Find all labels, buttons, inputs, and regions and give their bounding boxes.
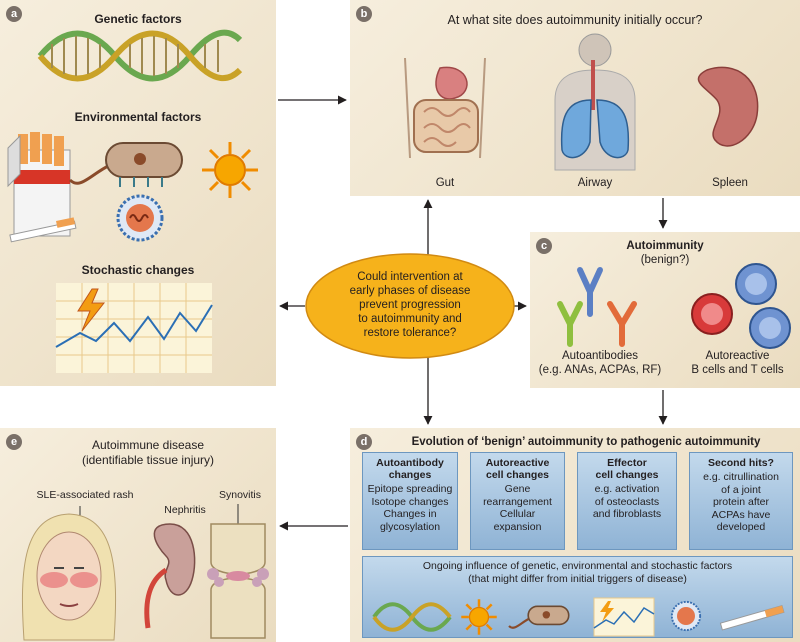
gut-icon <box>404 57 486 159</box>
intervention-line4: to autoimmunity and <box>358 313 462 325</box>
stochastic-small-chart <box>593 597 655 637</box>
panel-b-label: b <box>356 6 372 22</box>
environmental-factors-title: Environmental factors <box>74 110 202 124</box>
stochastic-changes-title: Stochastic changes <box>81 263 195 277</box>
panel-a: a Genetic factors Environmental factors <box>0 0 276 386</box>
dna-small-icon <box>372 602 452 632</box>
box-title-2b: cell changes <box>485 469 550 481</box>
box-body-1: Epitope spreading Isotope changes Change… <box>367 483 453 533</box>
sun-icon <box>202 142 258 198</box>
virus-small-icon <box>670 600 702 632</box>
cigarette-pack-icon <box>7 132 71 237</box>
autoantibodies-examples: (e.g. ANAs, ACPAs, RF) <box>538 364 662 376</box>
intervention-line1: Could intervention at <box>357 271 463 283</box>
nephritis-label: Nephritis <box>164 504 206 516</box>
box-body-3: e.g. activation of osteoclasts and fibro… <box>592 483 662 520</box>
rash-label: SLE-associated rash <box>36 489 134 501</box>
site-label-gut: Gut <box>435 177 455 189</box>
face-with-rash-icon <box>21 506 117 641</box>
panel-e: e Autoimmune disease (identifiable tissu… <box>0 428 276 642</box>
b-and-t-cell-icons <box>691 263 791 349</box>
stochastic-chart <box>55 283 213 373</box>
bacterium-small-icon <box>508 605 570 629</box>
site-label-airway: Airway <box>577 177 613 189</box>
box-title-2: Autoreactive <box>485 457 550 469</box>
autoimmunity-subtitle: (benign?) <box>640 254 690 266</box>
evolution-title: Evolution of ‘benign’ autoimmunity to pa… <box>411 436 761 448</box>
second-hits-box: Second hits? e.g. citrullination of a jo… <box>689 452 793 550</box>
panel-a-label: a <box>6 6 22 22</box>
site-label-spleen: Spleen <box>712 177 748 189</box>
effector-cell-changes-box: Effector cell changes e.g. activation of… <box>577 452 677 550</box>
box-title-1b: changes <box>388 469 432 481</box>
genetic-factors-title: Genetic factors <box>94 12 182 26</box>
autoantibody-changes-box: Autoantibody changes Epitope spreading I… <box>362 452 458 550</box>
autoimmune-disease-title: Autoimmune disease <box>91 438 205 452</box>
autoimmunity-title: Autoimmunity <box>626 240 704 252</box>
panel-b: b At what site does autoimmunity initial… <box>350 0 800 196</box>
cigarette-icon <box>9 217 77 243</box>
panel-c: c Autoimmunity (benign?) Autoantibodies … <box>530 232 800 388</box>
autoreactive-label: Autoreactive <box>705 350 770 362</box>
box-body-2: Gene rearrangement Cellular expansion <box>483 483 552 533</box>
bacterium-icon <box>68 142 183 187</box>
box-title-1: Autoantibody <box>376 457 444 469</box>
lightning-icon <box>77 288 106 332</box>
intervention-line2: early phases of disease <box>349 285 471 297</box>
panel-c-label: c <box>536 238 552 254</box>
autoantibodies-label: Autoantibodies <box>561 350 639 362</box>
virus-icon <box>116 194 164 242</box>
ongoing-line2: (that might differ from initial triggers… <box>468 572 687 585</box>
box-title-4: Second hits? <box>708 457 774 469</box>
airway-icon <box>554 33 636 171</box>
autoimmune-disease-subtitle: (identifiable tissue injury) <box>81 453 215 467</box>
panel-e-label: e <box>6 434 22 450</box>
sun-small-icon <box>461 599 497 635</box>
knee-joint-icon <box>207 504 269 639</box>
spleen-icon <box>697 66 759 147</box>
panel-d: d Evolution of ‘benign’ autoimmunity to … <box>350 428 800 642</box>
intervention-line3: prevent progression <box>359 299 461 311</box>
dna-icon <box>37 29 243 82</box>
cigarette-small-icon <box>719 604 785 631</box>
ongoing-line1: Ongoing influence of genetic, environmen… <box>422 560 733 572</box>
box-title-3: Effector <box>607 457 647 469</box>
box-body-4: e.g. citrullination of a joint protein a… <box>703 471 779 533</box>
panel-d-label: d <box>356 434 372 450</box>
autoreactive-cell-changes-box: Autoreactive cell changes Gene rearrange… <box>470 452 565 550</box>
antibody-icons <box>557 267 637 347</box>
box-title-3b: cell changes <box>595 469 659 481</box>
intervention-ellipse <box>305 253 515 359</box>
synovitis-label: Synovitis <box>218 489 261 501</box>
site-question: At what site does autoimmunity initially… <box>447 13 703 27</box>
ongoing-influence-box: Ongoing influence of genetic, environmen… <box>362 556 793 638</box>
intervention-line5: restore tolerance? <box>363 327 457 339</box>
autoreactive-cells-label: B cells and T cells <box>691 364 784 376</box>
kidney-icon <box>144 523 196 629</box>
